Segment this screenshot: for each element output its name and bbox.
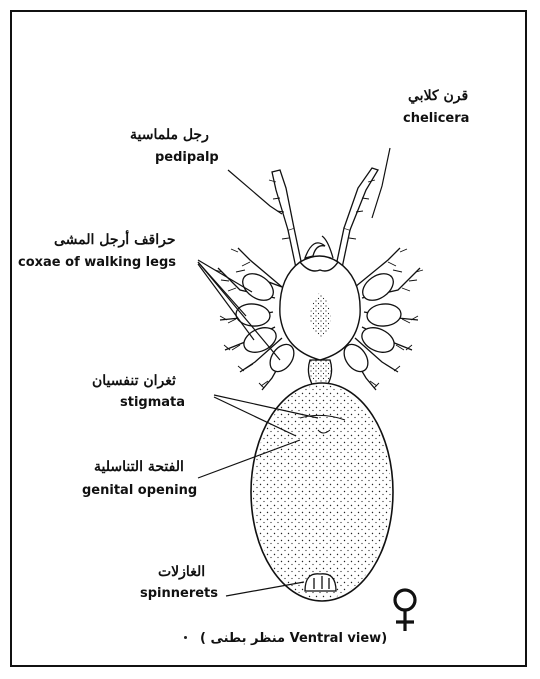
cephalothorax	[280, 256, 360, 360]
spinnerets-arabic-label: الغازلات	[158, 565, 205, 580]
chelicerae	[305, 236, 333, 258]
stray-dot	[184, 636, 187, 639]
pedicel	[308, 360, 331, 384]
genital-opening-label: genital opening	[82, 484, 197, 498]
spinnerets-shape	[305, 574, 336, 591]
genital-opening-arabic-label: الفتحة التناسلية	[94, 460, 184, 475]
view-caption: ( منظر بطنى Ventral view)	[200, 631, 387, 646]
stigmata-label: stigmata	[120, 396, 185, 410]
pedipalp-label: pedipalp	[155, 151, 219, 165]
stigmata-arabic-label: ثغران تنفسيان	[92, 374, 176, 389]
spinnerets-label: spinnerets	[140, 587, 218, 601]
chelicera-label: chelicera	[403, 112, 469, 126]
female-symbol-icon	[389, 587, 421, 633]
pedipalp-arabic-label: رجل ملماسية	[130, 128, 209, 143]
coxae-label: coxae of walking legs	[18, 256, 176, 270]
chelicera-arabic-label: قرن كلابي	[408, 89, 468, 104]
abdomen	[251, 383, 393, 601]
pedipalps	[272, 168, 378, 268]
coxae-arabic-label: حراقف أرجل المشى	[54, 233, 176, 248]
